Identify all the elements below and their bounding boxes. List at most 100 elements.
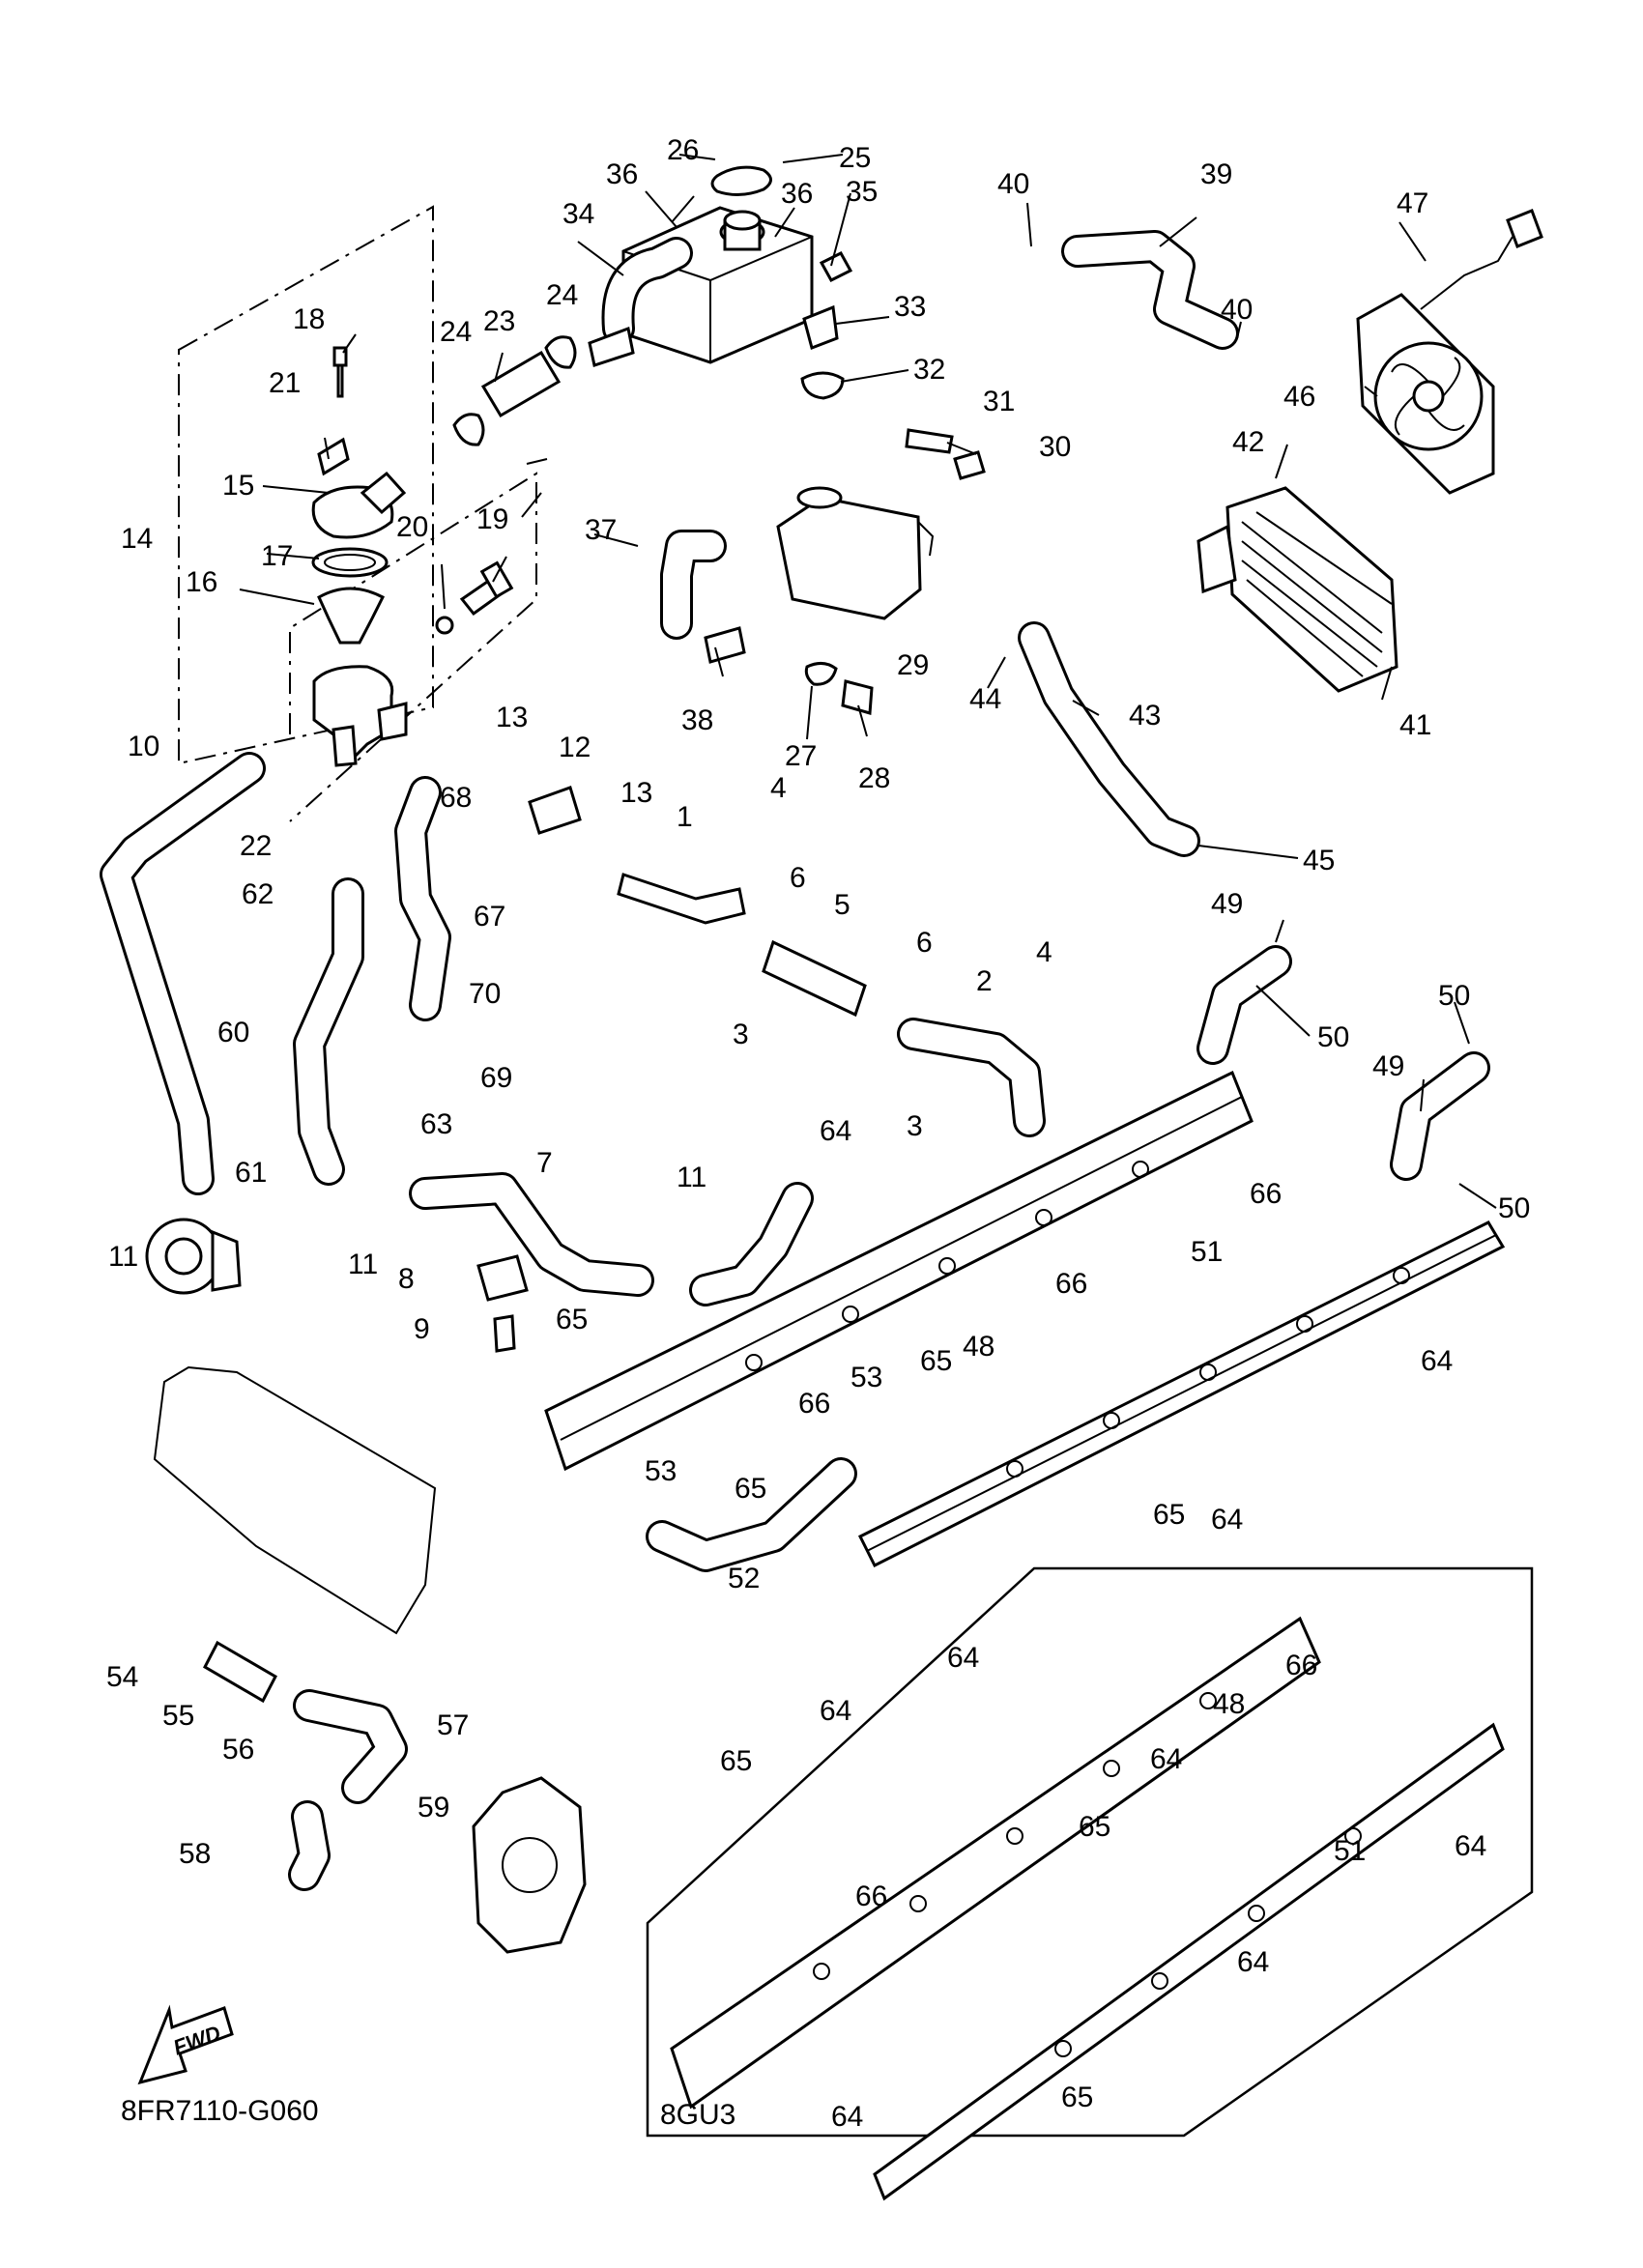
leader-lines [239, 154, 1497, 1209]
callout: 28 [858, 762, 890, 794]
callout: 34 [562, 198, 594, 230]
callout: 47 [1397, 187, 1428, 219]
callout: 24 [440, 316, 472, 348]
callout: 61 [235, 1157, 267, 1189]
callout: 59 [418, 1792, 449, 1823]
callout: 70 [469, 978, 501, 1010]
callout: 10 [128, 731, 159, 762]
callout: 22 [240, 830, 272, 862]
reservoir-fitting [588, 326, 635, 367]
callout: 65 [556, 1304, 588, 1335]
callout: 26 [667, 134, 699, 166]
callout: 43 [1129, 700, 1161, 732]
callout: 52 [728, 1563, 760, 1594]
bolt-9 [493, 1314, 516, 1353]
callout: 3 [907, 1110, 923, 1142]
hose-5 [762, 939, 867, 1018]
callout: 7 [536, 1147, 553, 1179]
callout: 68 [440, 782, 472, 814]
callout: 36 [606, 158, 638, 190]
callout: 1 [677, 801, 693, 833]
callout: 45 [1303, 845, 1335, 876]
callout: 57 [437, 1709, 469, 1741]
callout: 66 [798, 1388, 830, 1420]
callout: 11 [348, 1249, 378, 1280]
callout: 40 [997, 168, 1029, 200]
callout: 6 [916, 927, 933, 959]
inset-rail-48 [670, 1616, 1321, 2110]
callout: 14 [121, 523, 153, 555]
pipe-1 [617, 873, 746, 925]
clip-35 [819, 251, 853, 282]
callout: 21 [269, 367, 301, 399]
callout: 49 [1211, 888, 1243, 920]
fwd-arrow: FWD [137, 2004, 234, 2085]
fan-connector [1506, 209, 1543, 248]
callout: 40 [1221, 294, 1253, 326]
grommet-32 [800, 371, 845, 400]
callout: 38 [681, 704, 713, 736]
callout: 65 [720, 1745, 752, 1777]
bolt-31 [905, 428, 954, 454]
callout: 65 [735, 1473, 766, 1505]
callout: 24 [546, 279, 578, 311]
callout: 64 [1211, 1504, 1243, 1536]
callout: 25 [839, 142, 871, 174]
callout: 11 [677, 1162, 706, 1193]
callout: 17 [261, 540, 293, 572]
callout: 66 [1250, 1178, 1282, 1210]
hose-54 [203, 1640, 277, 1704]
callout: 15 [222, 470, 254, 502]
callout: 64 [820, 1115, 851, 1147]
callout: 65 [1061, 2081, 1093, 2113]
clamp-24b [544, 335, 577, 369]
callout: 42 [1232, 426, 1264, 458]
callout: 50 [1317, 1021, 1349, 1053]
callout: 18 [293, 303, 325, 335]
callout: 49 [1372, 1050, 1404, 1082]
callout: 32 [913, 354, 945, 386]
callout: 69 [480, 1062, 512, 1094]
callout: 44 [969, 683, 1001, 715]
bolt-18 [332, 346, 348, 398]
cover-outlet [360, 471, 407, 515]
water-pump [145, 1218, 242, 1295]
thermostat-gasket [311, 547, 389, 578]
hose-23 [480, 350, 562, 418]
callout: 65 [920, 1345, 952, 1377]
callout: 2 [976, 965, 993, 997]
callout: 64 [1455, 1830, 1486, 1862]
callout: 3 [733, 1019, 749, 1050]
reservoir-cap [710, 165, 772, 196]
callout: 20 [396, 511, 428, 543]
engine-block-outline [153, 1365, 437, 1635]
washer [435, 616, 454, 635]
callout: 8 [398, 1263, 415, 1295]
callout: 63 [420, 1108, 452, 1140]
callout: 36 [781, 178, 813, 210]
callout: 48 [1213, 1688, 1245, 1720]
callout: 6 [790, 862, 806, 894]
callout: 64 [820, 1695, 851, 1727]
bolt-28 [841, 679, 874, 715]
callout: 5 [834, 889, 850, 921]
callout: 58 [179, 1838, 211, 1870]
inset-label: 8GU3 [660, 2099, 735, 2131]
heat-exchanger-rail-48 [544, 1070, 1254, 1472]
thermostat-housing [312, 665, 394, 766]
callout: 51 [1191, 1236, 1223, 1268]
overflow-bottle [776, 496, 922, 620]
thermostat-valve [317, 587, 385, 645]
callout: 65 [1153, 1499, 1185, 1531]
callout: 51 [1334, 1835, 1366, 1867]
callout: 12 [559, 732, 591, 763]
rail-holes [745, 1161, 1410, 2057]
callout: 4 [770, 772, 787, 804]
radiator [1196, 486, 1398, 693]
callout: 37 [585, 514, 617, 546]
callout: 30 [1039, 431, 1071, 463]
clamp-24a [452, 413, 485, 446]
callout: 60 [217, 1017, 249, 1048]
callout: 64 [1150, 1743, 1182, 1775]
callout: 62 [242, 878, 274, 910]
